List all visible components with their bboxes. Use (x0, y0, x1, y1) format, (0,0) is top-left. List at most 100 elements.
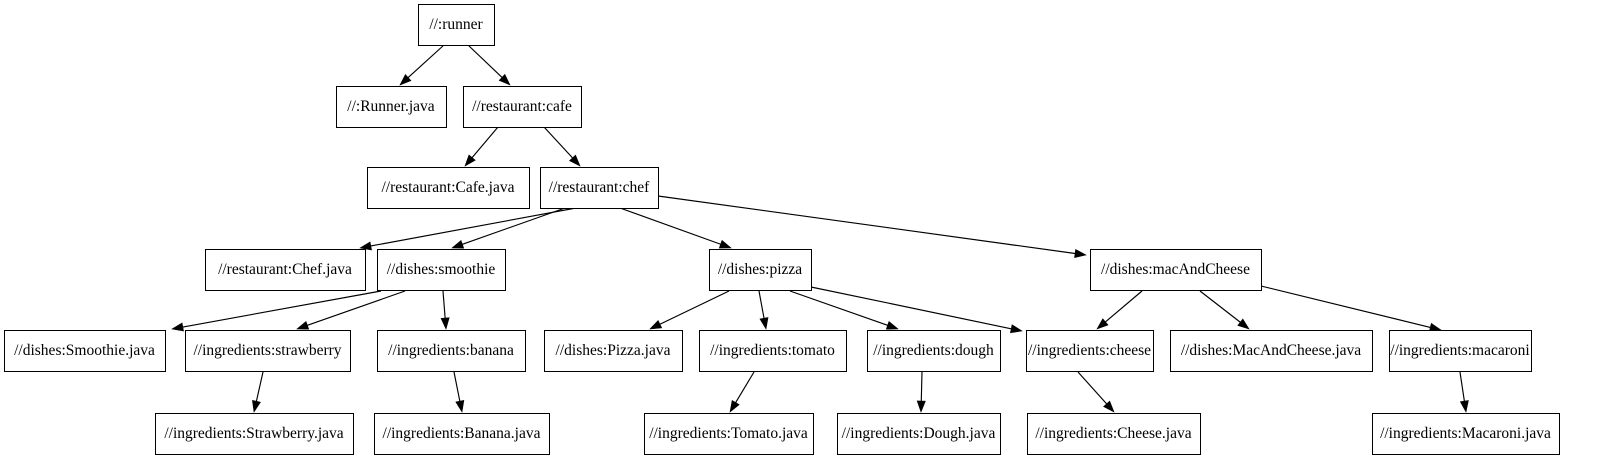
node-box[interactable] (709, 249, 812, 291)
graph-node-dishes_pizza_java[interactable]: //dishes:Pizza.java (544, 330, 683, 372)
node-box[interactable] (544, 330, 683, 372)
graph-node-ing_macaroni[interactable]: //ingredients:macaroni (1389, 330, 1532, 372)
node-box[interactable] (418, 4, 495, 46)
edge-line (1077, 371, 1108, 405)
edge-line (735, 371, 755, 403)
graph-node-ing_banana[interactable]: //ingredients:banana (377, 330, 526, 372)
graph-node-runner_java[interactable]: //:Runner.java (336, 86, 447, 128)
graph-edge (619, 207, 732, 249)
graph-node-ing_cheese[interactable]: //ingredients:cheese (1026, 330, 1154, 372)
graph-node-runner[interactable]: //:runner (418, 4, 495, 46)
edges-layer (171, 44, 1469, 413)
edge-line (182, 290, 382, 328)
edge-arrowhead (649, 320, 663, 330)
edge-line (442, 290, 446, 319)
graph-node-ing_strawberry_java[interactable]: //ingredients:Strawberry.java (155, 413, 354, 455)
node-label: //dishes:MacAndCheese.java (1181, 342, 1361, 359)
edge-line (471, 126, 499, 158)
graph-node-ing_tomato[interactable]: //ingredients:tomato (699, 330, 847, 372)
node-box[interactable] (185, 330, 351, 372)
graph-node-ing_banana_java[interactable]: //ingredients:Banana.java (374, 413, 550, 455)
graph-node-dishes_smoothie_java[interactable]: //dishes:Smoothie.java (4, 330, 166, 372)
node-box[interactable] (155, 413, 354, 455)
graph-node-dishes_pizza[interactable]: //dishes:pizza (709, 249, 812, 291)
node-box[interactable] (4, 330, 166, 372)
graph-node-ing_macaroni_java[interactable]: //ingredients:Macaroni.java (1372, 413, 1560, 455)
node-box[interactable] (463, 86, 582, 128)
node-box[interactable] (377, 249, 506, 291)
node-box[interactable] (867, 330, 1001, 372)
edge-line (453, 371, 461, 402)
edge-arrowhead (498, 73, 511, 86)
node-box[interactable] (1026, 330, 1154, 372)
node-label: //ingredients:Cheese.java (1035, 425, 1191, 442)
graph-node-ing_dough_java[interactable]: //ingredients:Dough.java (837, 413, 1001, 455)
edge-arrowhead (718, 239, 732, 249)
edge-line (1459, 371, 1465, 402)
graph-edge (1077, 371, 1115, 413)
node-box[interactable] (374, 413, 550, 455)
node-box[interactable] (699, 330, 847, 372)
node-label: //dishes:macAndCheese (1101, 261, 1250, 278)
node-label: //ingredients:macaroni (1390, 342, 1530, 359)
graph-node-ing_cheese_java[interactable]: //ingredients:Cheese.java (1027, 413, 1201, 455)
edge-arrowhead (916, 400, 926, 413)
edge-arrowhead (171, 322, 184, 332)
edge-arrowhead (729, 399, 740, 413)
graph-node-restaurant_cafe_java[interactable]: //restaurant:Cafe.java (367, 167, 530, 209)
node-box[interactable] (1170, 330, 1373, 372)
graph-edge (810, 286, 1023, 334)
graph-node-ing_dough[interactable]: //ingredients:dough (867, 330, 1001, 372)
node-box[interactable] (644, 413, 814, 455)
node-box[interactable] (540, 167, 659, 209)
node-label: //restaurant:chef (549, 179, 651, 196)
edge-arrowhead (885, 320, 899, 330)
edge-arrowhead (1237, 318, 1250, 330)
nodes-layer: //:runner //:Runner.java //restaurant:cafe… (4, 4, 1560, 455)
node-box[interactable] (1389, 330, 1532, 372)
graph-node-restaurant_chef[interactable]: //restaurant:chef (540, 167, 659, 209)
graph-node-restaurant_chef_java[interactable]: //restaurant:Chef.java (205, 249, 366, 291)
node-box[interactable] (336, 86, 447, 128)
edge-arrowhead (359, 241, 372, 251)
node-box[interactable] (1027, 413, 1201, 455)
edge-line (370, 207, 577, 247)
edge-arrowhead (1103, 400, 1115, 413)
graph-edge (171, 290, 382, 332)
edge-arrowhead (464, 154, 476, 167)
graph-edge (729, 371, 755, 413)
edge-arrowhead (759, 317, 769, 330)
graph-edge (296, 290, 406, 330)
node-box[interactable] (377, 330, 526, 372)
node-box[interactable] (367, 167, 530, 209)
node-box[interactable] (837, 413, 1001, 455)
node-box[interactable] (205, 249, 366, 291)
graph-edge (758, 290, 769, 330)
graph-edge (453, 371, 465, 413)
node-label: //restaurant:Chef.java (218, 261, 352, 278)
graph-node-restaurant_cafe[interactable]: //restaurant:cafe (463, 86, 582, 128)
edge-arrowhead (1010, 324, 1023, 334)
node-box[interactable] (1372, 413, 1560, 455)
edge-line (619, 207, 721, 245)
graph-node-ing_strawberry[interactable]: //ingredients:strawberry (185, 330, 351, 372)
edge-line (462, 207, 566, 245)
graph-edge (916, 371, 926, 413)
edge-arrowhead (296, 320, 310, 330)
edge-line (255, 371, 264, 402)
graph-node-ing_tomato_java[interactable]: //ingredients:Tomato.java (644, 413, 814, 455)
edge-line (1199, 290, 1241, 323)
graph-node-dishes_mac_java[interactable]: //dishes:MacAndCheese.java (1170, 330, 1373, 372)
graph-node-dishes_smoothie[interactable]: //dishes:smoothie (377, 249, 506, 291)
node-label: //ingredients:Dough.java (842, 425, 996, 442)
graph-node-dishes_macandcheese[interactable]: //dishes:macAndCheese (1090, 249, 1262, 291)
node-box[interactable] (1090, 249, 1262, 291)
edge-arrowhead (569, 154, 581, 167)
graph-edge (451, 207, 566, 249)
graph-edge (1096, 290, 1143, 330)
node-label: //dishes:pizza (718, 261, 802, 278)
graph-edge (1459, 371, 1469, 413)
edge-line (659, 290, 730, 325)
edge-line (1105, 290, 1143, 323)
